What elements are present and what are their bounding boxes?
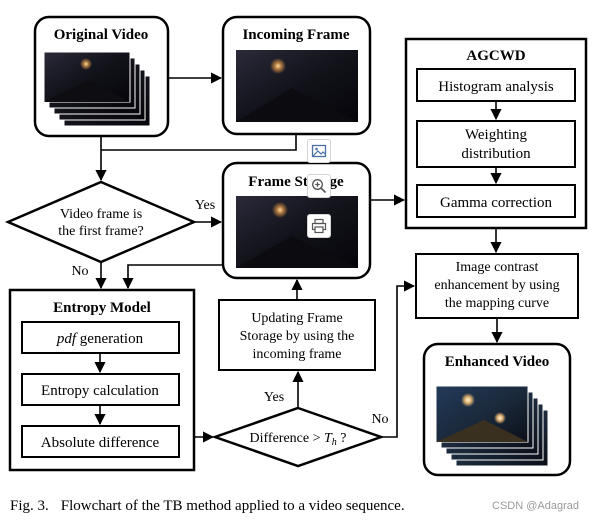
original-video-box: Original Video	[33, 15, 170, 138]
image-tool-button[interactable]	[307, 139, 331, 163]
decision-difference-label: Difference > Th ?	[250, 431, 347, 448]
line-incoming-to-merge	[101, 134, 297, 151]
decision-difference: Difference > Th ? Yes No	[211, 390, 389, 468]
print-icon	[311, 218, 327, 234]
update-storage-line1: Updating Frame	[251, 311, 342, 326]
print-tool-button[interactable]	[307, 214, 331, 238]
entropy-step-absolute: Absolute difference	[41, 435, 160, 451]
decision-first-frame: Video frame is the first frame? Yes No	[4, 180, 215, 279]
update-storage-line2: Storage by using the	[240, 329, 355, 344]
frame-storage-box: Frame Storage	[221, 161, 372, 280]
incoming-frame-box: Incoming Frame	[221, 15, 372, 136]
agcwd-step-weighting-line1: Weighting	[465, 127, 528, 143]
enhanced-video-box: Enhanced Video	[422, 342, 572, 477]
decision-difference-no: No	[371, 412, 388, 427]
contrast-enhancement-box: Image contrast enhancement by using the …	[415, 253, 579, 319]
connectors	[94, 72, 503, 443]
decision-first-frame-line1: Video frame is	[60, 207, 142, 222]
agcwd-title: AGCWD	[466, 48, 525, 64]
entropy-step-pdf-italic: pdf	[56, 331, 78, 347]
arrow-storage-to-entropy	[122, 264, 223, 290]
frame-storage-thumbnail	[236, 196, 358, 268]
agcwd-box: AGCWD Histogram analysis Weighting distr…	[404, 37, 588, 230]
image-icon	[311, 144, 327, 158]
decision-difference-yes: Yes	[264, 390, 284, 405]
figure-number: Fig. 3.	[10, 498, 49, 514]
enhanced-video-thumbnail-stack	[435, 385, 549, 467]
zoom-in-tool-button[interactable]	[307, 174, 331, 198]
agcwd-step-weighting-line2: distribution	[461, 146, 531, 162]
agcwd-step-histogram: Histogram analysis	[438, 79, 554, 95]
agcwd-step-gamma: Gamma correction	[440, 195, 553, 211]
entropy-model-box: Entropy Model pdf generation Entropy cal…	[8, 288, 196, 472]
decision-first-frame-no: No	[71, 264, 88, 279]
entropy-step-pdf-rest: generation	[76, 331, 144, 347]
arrow-no-to-contrast	[381, 280, 416, 438]
incoming-frame-thumbnail	[236, 50, 358, 122]
watermark: CSDN @Adagrad	[492, 500, 579, 512]
contrast-line1: Image contrast	[456, 260, 539, 275]
update-storage-box: Updating Frame Storage by using the inco…	[218, 299, 376, 371]
zoom-in-icon	[312, 179, 327, 194]
update-storage-line3: incoming frame	[252, 347, 341, 362]
enhanced-video-title: Enhanced Video	[445, 354, 550, 370]
decision-first-frame-line2: the first frame?	[58, 224, 144, 239]
original-video-thumbnail-stack	[43, 51, 151, 127]
entropy-model-title: Entropy Model	[53, 300, 151, 316]
incoming-frame-title: Incoming Frame	[242, 27, 349, 43]
entropy-step-calculation: Entropy calculation	[41, 383, 159, 399]
contrast-line2: enhancement by using	[434, 278, 559, 293]
original-video-title: Original Video	[54, 27, 149, 43]
decision-first-frame-yes: Yes	[195, 198, 215, 213]
contrast-line3: the mapping curve	[445, 296, 549, 311]
figure-caption: Fig. 3. Flowchart of the TB method applie…	[10, 498, 405, 515]
entropy-step-pdf: pdf generation	[56, 331, 144, 347]
figure-caption-text: Flowchart of the TB method applied to a …	[60, 498, 405, 514]
